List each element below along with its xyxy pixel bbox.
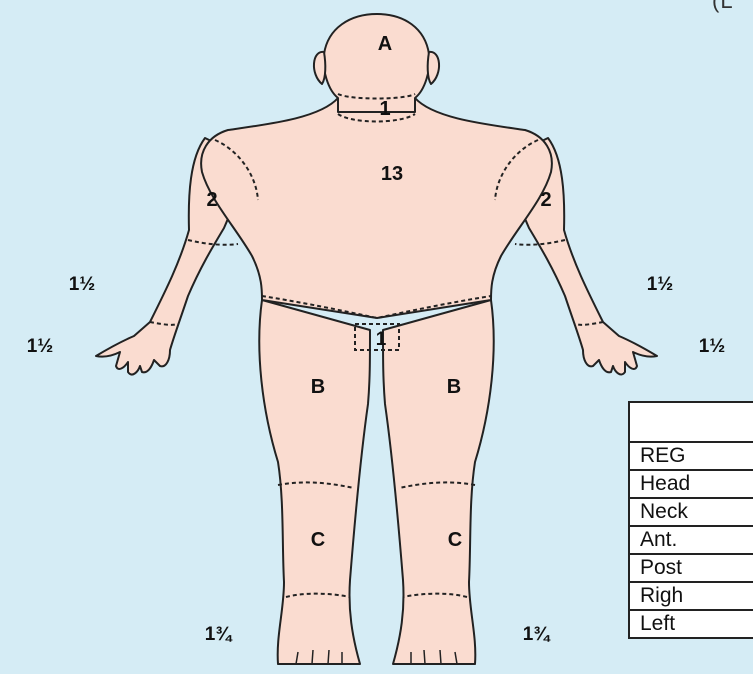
label-right-foot: 1¾ — [205, 624, 234, 645]
table-row: Neck — [629, 498, 753, 526]
table-row: Post — [629, 554, 753, 582]
label-right-upper-arm: 2 — [206, 189, 217, 211]
left-ear-shape — [428, 52, 439, 84]
label-genitalia: 1 — [376, 329, 387, 350]
right-ear-shape — [314, 52, 325, 84]
label-left-leg: C — [448, 529, 462, 551]
table-row: Left — [629, 610, 753, 638]
label-right-thigh: B — [311, 376, 325, 398]
head-shape — [324, 14, 430, 112]
label-neck: 1 — [379, 98, 390, 120]
label-right-leg: C — [311, 529, 325, 551]
table-header — [629, 402, 753, 442]
torso-shape — [201, 98, 552, 318]
table-row: REG — [629, 442, 753, 470]
label-head: A — [378, 33, 392, 55]
table-row: Righ — [629, 582, 753, 610]
label-left-upper-arm: 2 — [540, 189, 551, 211]
label-right-hand: 1½ — [27, 336, 53, 357]
region-table: REG Head Neck Ant. Post Righ Left — [628, 401, 753, 639]
table-row: Ant. — [629, 526, 753, 554]
table-row: Head — [629, 470, 753, 498]
label-left-hand: 1½ — [699, 336, 725, 357]
label-left-thigh: B — [447, 376, 461, 398]
label-right-forearm: 1½ — [69, 274, 95, 295]
label-left-foot: 1¾ — [523, 624, 552, 645]
label-trunk: 13 — [381, 163, 403, 185]
label-left-forearm: 1½ — [647, 274, 673, 295]
